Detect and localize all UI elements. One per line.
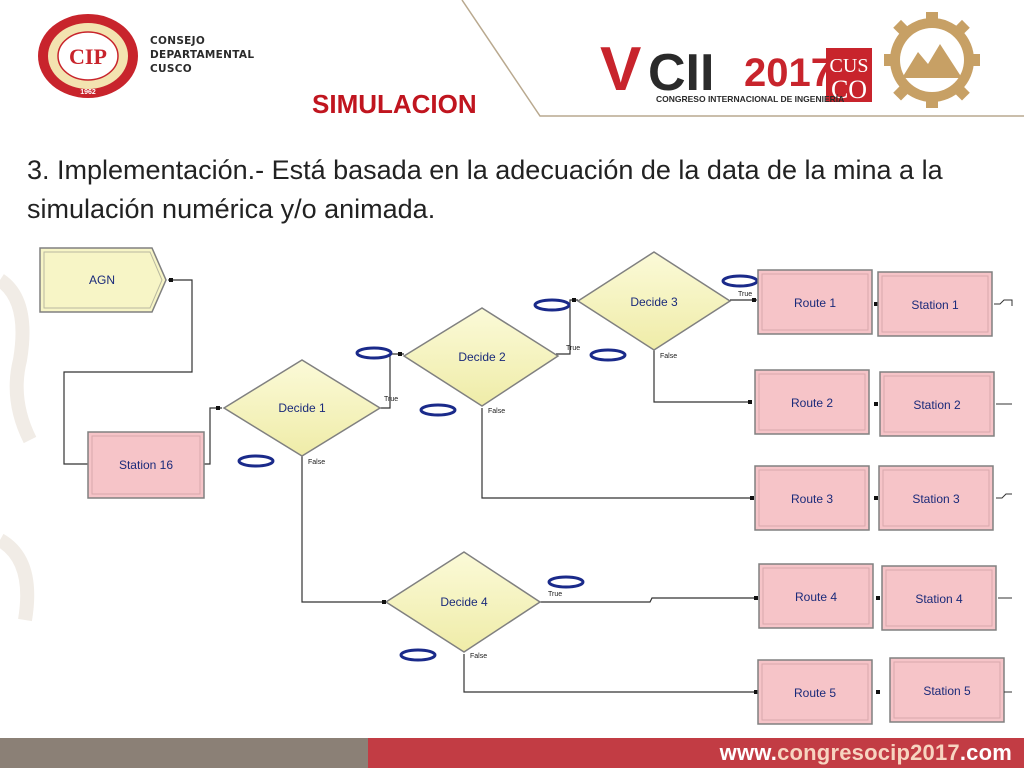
route-4-module[interactable]: Route 4 (758, 563, 874, 629)
url-middle: congresocip2017 (777, 740, 960, 765)
route-2-module[interactable]: Route 2 (754, 369, 870, 435)
agn-label: AGN (89, 273, 115, 287)
slide-body-text: 3. Implementación.- Está basada en la ad… (27, 155, 943, 224)
consejo-line-3: CUSCO (150, 63, 192, 75)
route-4-module-label: Route 4 (795, 590, 837, 604)
branch-labels: True False True False True False True Fa… (308, 291, 752, 660)
station-2-module[interactable]: Station 2 (879, 371, 995, 437)
cip-seal-logo: CIP 1962 (38, 14, 138, 98)
route-5-module-label: Route 5 (794, 686, 836, 700)
station-16-module[interactable]: Station 16 (87, 431, 205, 499)
false-label-decide-3: False (660, 353, 677, 360)
footer-gray-band (0, 738, 368, 768)
slide-heading: SIMULACION (312, 89, 477, 119)
true-label-decide-2: True (566, 345, 580, 352)
seal-year: 1962 (80, 89, 96, 96)
false-label-decide-4: False (470, 653, 487, 660)
route-3-module-label: Route 3 (791, 492, 833, 506)
decide-1-module[interactable]: Decide 1 (222, 359, 382, 457)
false-label-decide-1: False (308, 459, 325, 466)
station-1-module[interactable]: Station 1 (877, 271, 993, 337)
logo-cusco-bottom: CO (831, 75, 867, 104)
true-label-decide-1: True (384, 396, 398, 403)
gear-icon (884, 12, 980, 108)
consejo-line-1: CONSEJO (150, 35, 206, 47)
logo-cusco-box (826, 48, 872, 102)
footer-red-band (368, 738, 1024, 768)
header-divider (461, 0, 1024, 117)
logo-subtitle: CONGRESO INTERNACIONAL DE INGENIERÍA (656, 94, 844, 104)
background-watermark (0, 274, 37, 622)
route-2-module-label: Route 2 (791, 396, 833, 410)
vcii-congress-logo: V CII 2017 CUS CO CONGRESO INTERNACIONAL… (600, 12, 980, 108)
route-modules: Route 1 Route 2 Route 3 Route 4 Route 5 (754, 269, 874, 725)
decide-2-module[interactable]: Decide 2 (402, 307, 560, 407)
station-2-module-label: Station 2 (913, 398, 961, 412)
decide-2-label: Decide 2 (458, 350, 506, 364)
route-5-module[interactable]: Route 5 (757, 659, 873, 725)
true-label-decide-4: True (548, 591, 562, 598)
decide-3-label: Decide 3 (630, 295, 678, 309)
station-5-module-label: Station 5 (923, 684, 971, 698)
false-label-decide-2: False (488, 408, 505, 415)
station-4-module[interactable]: Station 4 (881, 565, 997, 631)
logo-v: V (600, 35, 641, 104)
decide-1-label: Decide 1 (278, 401, 326, 415)
route-3-module[interactable]: Route 3 (754, 465, 870, 531)
decide-3-module[interactable]: Decide 3 (576, 251, 732, 351)
url-prefix: www. (719, 740, 778, 765)
url-suffix: .com (959, 740, 1012, 765)
station-modules: Station 1 Station 2 Station 3 Station 4 Stat… (877, 271, 1005, 723)
decide-4-label: Decide 4 (440, 595, 488, 609)
decide-4-module[interactable]: Decide 4 (384, 551, 542, 653)
animation-oval-icons (237, 274, 759, 662)
station-3-module-label: Station 3 (912, 492, 960, 506)
route-1-module[interactable]: Route 1 (757, 269, 873, 335)
seal-letters: CIP (69, 44, 107, 69)
station-4-module-label: Station 4 (915, 592, 963, 606)
logo-cii: CII (648, 44, 714, 102)
logo-cusco-top: CUS (830, 55, 869, 77)
simulation-flow-diagram: AGN Station 16 Decide 1 Decide 2 Decide … (39, 247, 1013, 725)
true-label-decide-3: True (738, 291, 752, 298)
station-3-module[interactable]: Station 3 (878, 465, 994, 531)
port-markers (169, 278, 880, 694)
consejo-line-2: DEPARTAMENTAL (150, 49, 255, 61)
exit-stubs (994, 299, 1013, 693)
station-1-module-label: Station 1 (911, 298, 959, 312)
route-1-module-label: Route 1 (794, 296, 836, 310)
create-module-agn[interactable]: AGN (39, 247, 167, 313)
station-16-label: Station 16 (119, 458, 173, 472)
footer-website-link[interactable]: www.congresocip2017.com (720, 740, 1012, 766)
consejo-departamental-label: CONSEJO DEPARTAMENTAL CUSCO (150, 34, 254, 76)
logo-year: 2017 (744, 51, 833, 95)
station-5-module[interactable]: Station 5 (889, 657, 1005, 723)
